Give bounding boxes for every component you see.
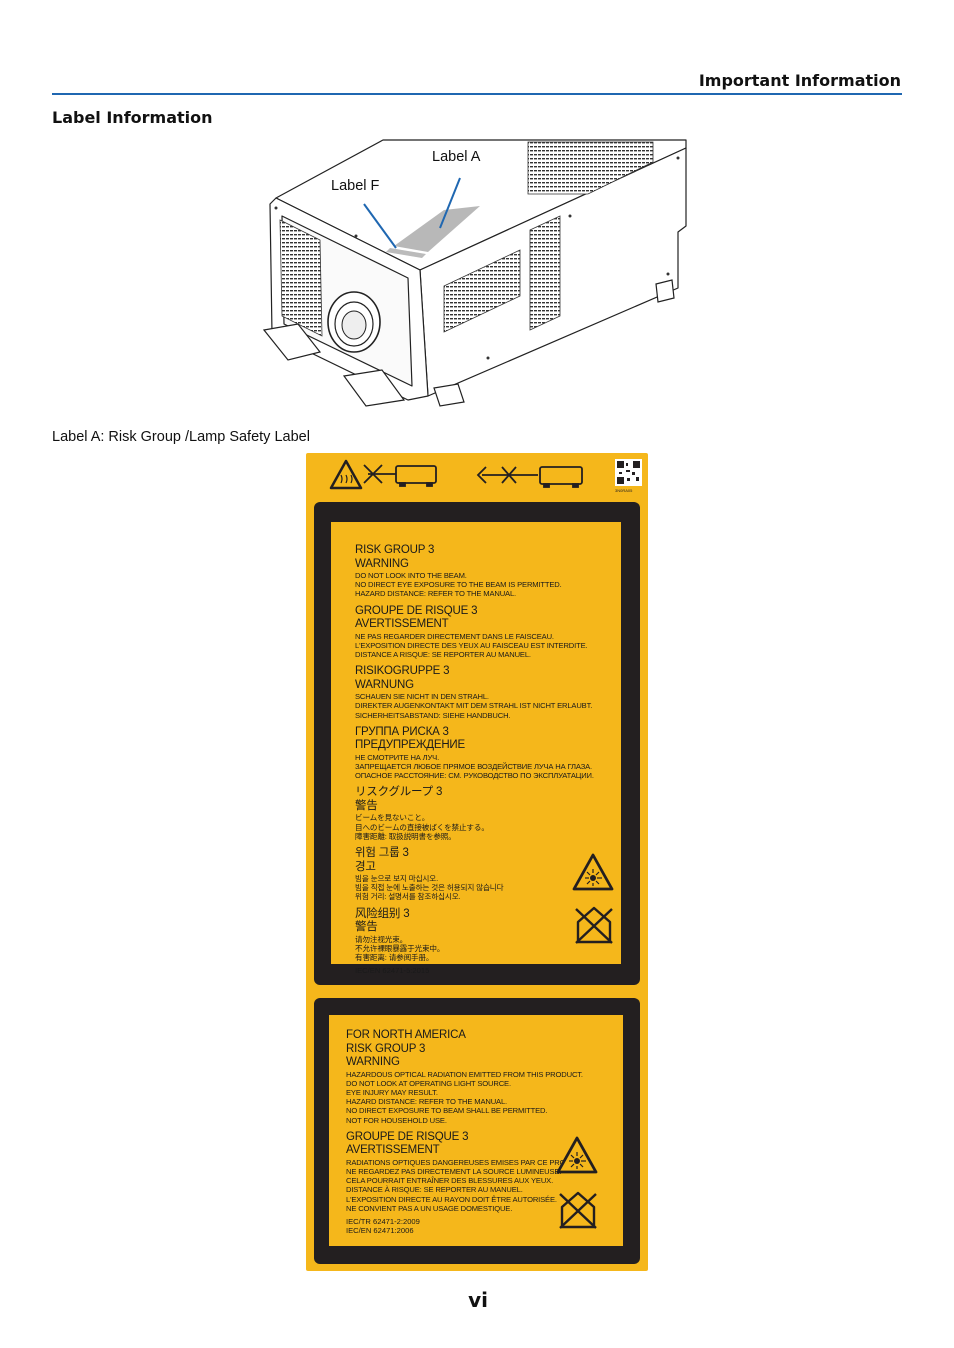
page-number: vi bbox=[468, 1288, 488, 1312]
warning-line: EYE INJURY MAY RESULT. bbox=[346, 1087, 438, 1097]
warning-line: NE PAS REGARDER DIRECTEMENT DANS LE FAIS… bbox=[355, 631, 554, 641]
standard-reference: IEC/EN 62471-5:2015 bbox=[355, 966, 430, 976]
warning-line: NE REGARDEZ PAS DIRECTEMENT LA SOURCE LU… bbox=[346, 1166, 562, 1176]
warning-line: SICHERHEITSABSTAND: SIEHE HANDBUCH. bbox=[355, 710, 511, 720]
figure-caption: Label A: Risk Group /Lamp Safety Label bbox=[52, 429, 310, 445]
screws bbox=[274, 156, 680, 360]
warning-line: DO NOT LOOK INTO THE BEAM. bbox=[355, 571, 467, 580]
warning-heading: 警告 bbox=[355, 799, 378, 812]
warning-line: HAZARDOUS OPTICAL RADIATION EMITTED FROM… bbox=[346, 1069, 583, 1079]
warning-heading: AVERTISSEMENT bbox=[355, 618, 449, 631]
label-f-leader bbox=[363, 203, 397, 249]
warning-line: 不允许裸眼暴露于光束中。 bbox=[355, 943, 445, 953]
warning-heading: RISK GROUP 3 bbox=[355, 544, 435, 556]
projector-feet bbox=[262, 279, 675, 407]
section-heading: Label Information bbox=[52, 108, 213, 127]
warning-line: 빔을 눈으로 보지 마십시오. bbox=[355, 874, 439, 884]
warning-heading: WARNING bbox=[355, 557, 409, 570]
warning-line: SCHAUEN SIE NICHT IN DEN STRAHL. bbox=[355, 692, 489, 702]
warning-line: L'EXPOSITION DIRECTE AU RAYON DOIT ÊTRE … bbox=[346, 1194, 557, 1204]
lens bbox=[327, 291, 381, 353]
warning-line: 请勿注视光束。 bbox=[355, 934, 408, 944]
hot-surface-warning-icon bbox=[329, 459, 363, 490]
warning-heading: 风险组别 3 bbox=[355, 907, 410, 920]
header-rule bbox=[52, 93, 902, 95]
warning-line: HAZARD DISTANCE: REFER TO THE MANUAL. bbox=[355, 589, 516, 599]
warning-line: NOT FOR HOUSEHOLD USE. bbox=[346, 1115, 447, 1125]
not-for-household-use-icon bbox=[575, 906, 613, 944]
warning-heading: リスクグループ 3 bbox=[355, 786, 443, 799]
warning-line: DISTANCE À RISQUE: SE REPORTER AU MANUEL… bbox=[346, 1185, 523, 1195]
warning-line: 障害距離: 取扱説明書を参照。 bbox=[355, 831, 456, 841]
warning-line: NO DIRECT EYE EXPOSURE TO THE BEAM IS PE… bbox=[355, 580, 562, 590]
warning-line: 위험 거리: 설명서를 참조하십시오. bbox=[355, 892, 461, 902]
label-a-area bbox=[394, 206, 480, 252]
warning-heading: 위험 그룹 3 bbox=[355, 847, 409, 860]
qr-code bbox=[615, 459, 642, 486]
warning-heading: 警告 bbox=[355, 921, 378, 934]
standard-reference: IEC/TR 62471-2:2009 bbox=[346, 1216, 420, 1226]
warning-line: DISTANCE A RISQUE: SE REPORTER AU MANUEL… bbox=[355, 650, 531, 660]
laser-radiation-warning-icon bbox=[556, 1136, 598, 1174]
warning-heading: WARNING bbox=[346, 1056, 400, 1068]
not-for-household-use-icon bbox=[559, 1191, 597, 1229]
warning-heading: FOR NORTH AMERICA bbox=[346, 1029, 466, 1041]
warning-heading: GROUPE DE RISQUE 3 bbox=[355, 604, 478, 617]
do-not-look-side-icon bbox=[476, 466, 583, 488]
warning-heading: GROUPE DE RISQUE 3 bbox=[346, 1130, 469, 1143]
qr-code-text: 3N0RA05 bbox=[615, 488, 633, 493]
warning-line: 빔을 직접 눈에 노출하는 것은 허용되지 않습니다 bbox=[355, 883, 504, 893]
label-f-callout: Label F bbox=[331, 178, 380, 194]
warning-heading: RISIKOGRUPPE 3 bbox=[355, 665, 450, 678]
warning-line: ビームを見ないこと。 bbox=[355, 813, 430, 823]
warning-line: ЗАПРЕЩАЕТСЯ ЛЮБОЕ ПРЯМОЕ ВОЗДЕЙСТВИЕ ЛУЧ… bbox=[355, 762, 593, 772]
laser-radiation-warning-icon bbox=[572, 853, 614, 891]
warning-heading: WARNUNG bbox=[355, 678, 414, 691]
standard-reference: IEC/EN 62471:2006 bbox=[346, 1226, 414, 1236]
warning-heading: ГРУППА РИСКА 3 bbox=[355, 725, 449, 738]
warning-heading: RISK GROUP 3 bbox=[346, 1042, 426, 1055]
warning-line: DO NOT LOOK AT OPERATING LIGHT SOURCE. bbox=[346, 1078, 511, 1088]
warning-heading: ПРЕДУПРЕЖДЕНИЕ bbox=[355, 739, 465, 752]
warning-line: NO DIRECT EXPOSURE TO BEAM SHALL BE PERM… bbox=[346, 1106, 548, 1116]
warning-heading: AVERTISSEMENT bbox=[346, 1144, 440, 1157]
projector-illustration: Label A Label F bbox=[262, 139, 687, 407]
warning-line: NE CONVIENT PAS A UN USAGE DOMESTIQUE. bbox=[346, 1203, 513, 1213]
label-a-leader bbox=[439, 177, 461, 229]
warning-line: RADIATIONS OPTIQUES DANGEREUSES EMISES P… bbox=[346, 1157, 584, 1167]
label-a-callout: Label A bbox=[432, 149, 481, 165]
label-top-symbols: 3N0RA05 bbox=[329, 459, 642, 493]
side-vent-right bbox=[529, 215, 561, 331]
warning-line: HAZARD DISTANCE: REFER TO THE MANUAL. bbox=[346, 1097, 507, 1107]
warning-line: 有害距离: 请参阅手册。 bbox=[355, 953, 434, 963]
warning-line: 目へのビームの直接被ばくを禁止する。 bbox=[355, 822, 489, 832]
label-f-area bbox=[386, 248, 426, 258]
front-grille bbox=[279, 219, 323, 337]
top-vent bbox=[527, 141, 654, 195]
side-vent-left bbox=[443, 249, 521, 333]
warning-line: L'EXPOSITION DIRECTE DES YEUX AU FAISCEA… bbox=[355, 640, 588, 650]
running-header: Important Information bbox=[698, 71, 901, 90]
warning-line: CELA POURRAIT ENTRAÎNER DES BLESSURES AU… bbox=[346, 1176, 554, 1186]
warning-line: DIREKTER AUGENKONTAKT MIT DEM STRAHL IST… bbox=[355, 701, 593, 711]
warning-heading: 경고 bbox=[355, 860, 376, 873]
warning-line: ОПАСНОЕ РАССТОЯНИЕ: СМ. РУКОВОДСТВО ПО Э… bbox=[355, 771, 594, 781]
warning-line: НЕ СМОТРИТЕ НА ЛУЧ. bbox=[355, 752, 440, 762]
do-not-look-into-lens-icon bbox=[363, 464, 437, 487]
